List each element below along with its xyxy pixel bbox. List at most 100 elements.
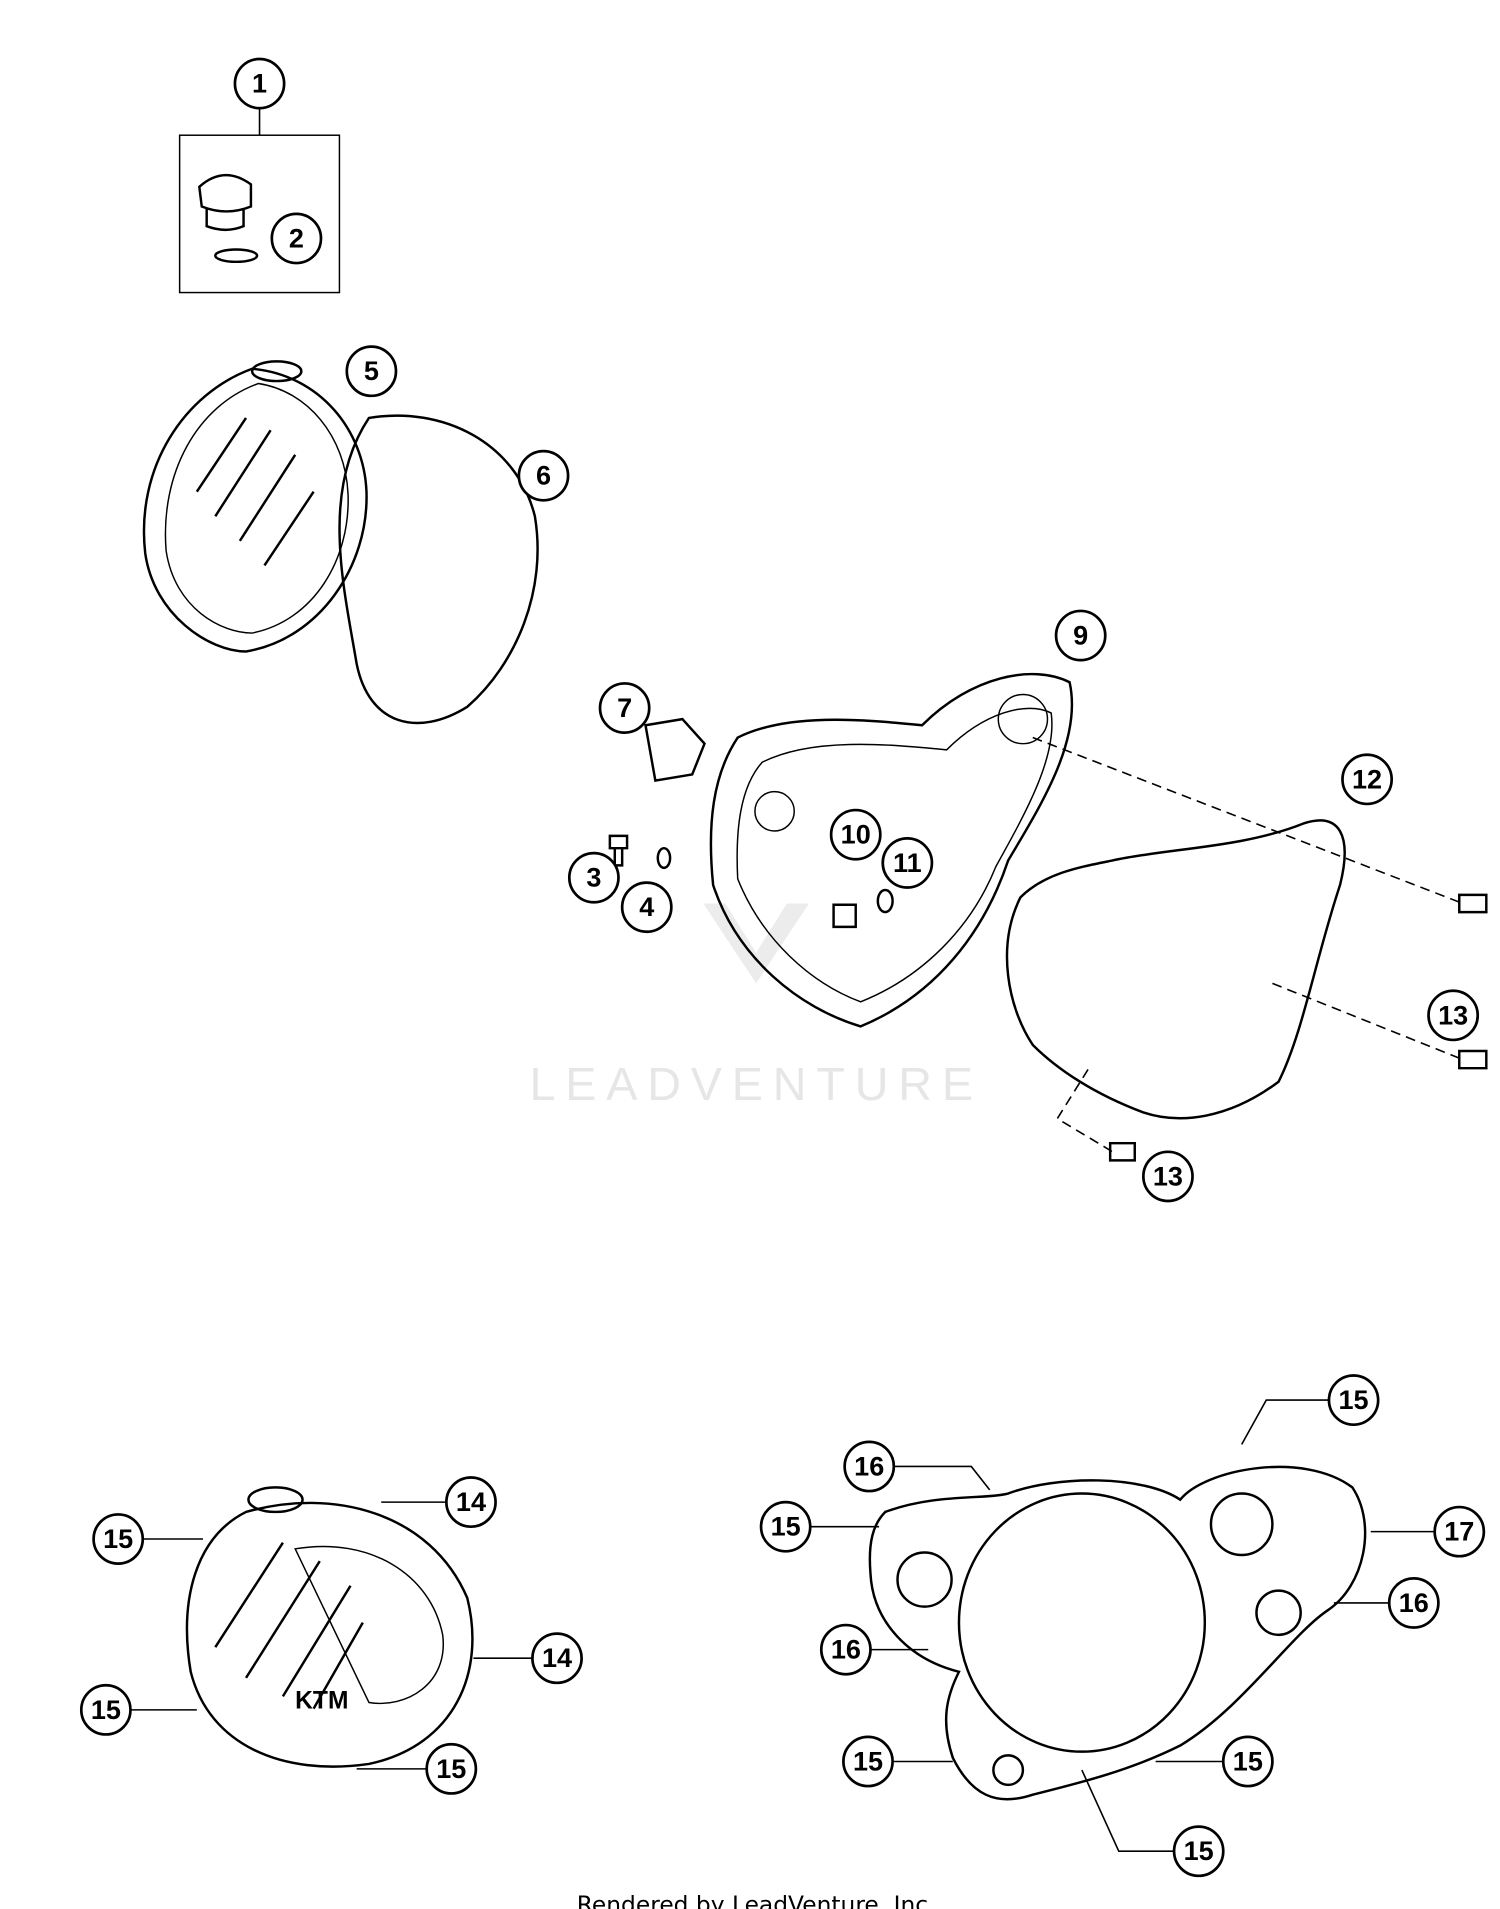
part-4-washer [656, 846, 672, 870]
callout-14[interactable]: 14 [531, 1632, 583, 1685]
part-dowel-pins [1108, 893, 1488, 1162]
callout-number: 15 [91, 1695, 121, 1725]
part-10-plug [832, 903, 857, 929]
callout-15[interactable]: 15 [1221, 1735, 1274, 1788]
callout-number: 15 [103, 1524, 133, 1554]
callout-16[interactable]: 16 [819, 1623, 872, 1676]
assembled-ignition-cover [868, 1465, 1367, 1801]
footer-credit: Rendered by LeadVenture, Inc. [577, 1891, 936, 1909]
callout-number: 15 [1184, 1836, 1214, 1866]
callout-13[interactable]: 13 [1427, 989, 1480, 1042]
callout-circle [92, 1513, 145, 1565]
part-3-screw [608, 834, 629, 867]
callout-circle [1387, 1576, 1440, 1629]
callout-circle [531, 1632, 583, 1685]
callout-number: 15 [853, 1746, 883, 1776]
callout-circle [270, 212, 323, 265]
callout-number: 17 [1444, 1517, 1474, 1547]
callout-16[interactable]: 16 [843, 1440, 896, 1493]
callout-number: 12 [1352, 764, 1382, 794]
part-11-o-ring [876, 888, 894, 914]
part-ignition-cover [709, 672, 1074, 1028]
callout-circle [620, 881, 673, 934]
callout-circle [1427, 989, 1480, 1042]
callout-number: 1 [252, 69, 267, 99]
callout-15[interactable]: 15 [842, 1735, 894, 1788]
callout-15[interactable]: 15 [79, 1683, 132, 1736]
callout-number: 6 [536, 461, 551, 491]
callout-circle [517, 449, 570, 502]
callout-number: 14 [456, 1487, 486, 1517]
callout-number: 15 [1233, 1746, 1263, 1776]
callout-4[interactable]: 4 [620, 881, 673, 934]
callout-number: 16 [831, 1635, 861, 1665]
callout-circle [445, 1476, 497, 1529]
callout-9[interactable]: 9 [1054, 609, 1107, 662]
callout-number: 16 [1399, 1588, 1429, 1618]
callout-circle [842, 1735, 894, 1788]
leader-lines-dashed [1032, 736, 1464, 1153]
callout-number: 2 [289, 223, 304, 253]
callout-number: 9 [1073, 621, 1088, 651]
callout-circle [425, 1742, 478, 1795]
callout-12[interactable]: 12 [1341, 753, 1394, 806]
callout-number: 5 [364, 356, 379, 386]
callout-1[interactable]: 1 [233, 57, 286, 110]
ktm-logo: KTM [295, 1688, 348, 1715]
callout-circle [759, 1500, 812, 1553]
callout-circle [829, 808, 882, 861]
callout-15[interactable]: 15 [92, 1513, 145, 1565]
callout-16[interactable]: 16 [1387, 1576, 1440, 1629]
callout-number: 16 [854, 1451, 884, 1481]
callout-number: 4 [639, 892, 654, 922]
callout-number: 11 [893, 848, 922, 878]
callout-circle [819, 1623, 872, 1676]
callout-15[interactable]: 15 [759, 1500, 812, 1553]
callout-number: 15 [1339, 1385, 1369, 1415]
watermark-logo: LEADVENTURE [529, 903, 973, 1110]
callout-5[interactable]: 5 [345, 345, 398, 398]
callout-circle [233, 57, 286, 110]
callout-circle [79, 1683, 132, 1736]
callout-14[interactable]: 14 [445, 1476, 497, 1529]
callout-circle [1142, 1150, 1194, 1203]
callout-circle [1341, 753, 1394, 806]
callout-circle [843, 1440, 896, 1493]
callout-2[interactable]: 2 [270, 212, 323, 265]
assembled-clutch-cover: KTM [185, 1486, 474, 1768]
callout-circle [1054, 609, 1107, 662]
callout-number: 13 [1153, 1161, 1183, 1191]
callout-11[interactable]: 11 [881, 836, 934, 889]
callout-17[interactable]: 17 [1433, 1505, 1486, 1558]
callout-3[interactable]: 3 [567, 851, 620, 904]
callout-13[interactable]: 13 [1142, 1150, 1194, 1203]
callout-circle [345, 345, 398, 398]
callout-15[interactable]: 15 [1327, 1374, 1380, 1427]
leader-lines [81, 1399, 1435, 1853]
callout-10[interactable]: 10 [829, 808, 882, 861]
callout-6[interactable]: 6 [517, 449, 570, 502]
part-7 [644, 717, 706, 782]
callout-circle [1221, 1735, 1274, 1788]
callout-15[interactable]: 15 [1172, 1825, 1225, 1878]
callout-number: 15 [771, 1512, 801, 1542]
part-gasket-12 [1005, 819, 1346, 1120]
part-clutch-cover [142, 360, 368, 653]
callout-number: 14 [542, 1643, 572, 1673]
callout-15[interactable]: 15 [425, 1742, 478, 1795]
callout-number: 7 [617, 693, 632, 723]
callout-7[interactable]: 7 [598, 682, 651, 734]
callout-number: 10 [841, 820, 871, 850]
callout-circle [1327, 1374, 1380, 1427]
callout-circle [1433, 1505, 1486, 1558]
part-kit-box [178, 108, 341, 294]
callout-number: 13 [1438, 1000, 1468, 1030]
callout-number: 15 [436, 1754, 466, 1784]
callout-circle [567, 851, 620, 904]
callout-circle [1172, 1825, 1225, 1878]
callout-circle [881, 836, 934, 889]
part-gasket-o-ring [338, 414, 539, 725]
callout-circle [598, 682, 651, 734]
